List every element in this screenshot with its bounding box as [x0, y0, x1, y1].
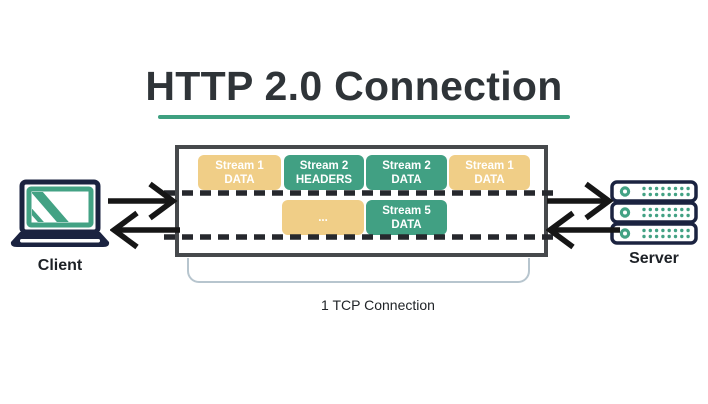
server-icon [610, 180, 698, 245]
tcp-connection-label: 1 TCP Connection [321, 297, 435, 313]
dashed-connection-line [164, 234, 560, 240]
arrow-server-to-box-icon [546, 210, 620, 250]
title-underline [158, 115, 570, 119]
tcp-connection-bracket [187, 258, 530, 283]
server-label: Server [629, 250, 679, 267]
server-led-dots [642, 186, 690, 239]
arrow-box-to-client-icon [110, 210, 180, 250]
stream-block: ... [282, 200, 364, 235]
laptop-icon [10, 179, 110, 247]
arrow-client-to-box-icon [108, 181, 178, 221]
client-label: Client [37, 257, 83, 274]
page-title: HTTP 2.0 Connection [145, 63, 563, 109]
dashed-connection-line [164, 190, 560, 196]
arrow-box-to-server-icon [547, 181, 614, 221]
